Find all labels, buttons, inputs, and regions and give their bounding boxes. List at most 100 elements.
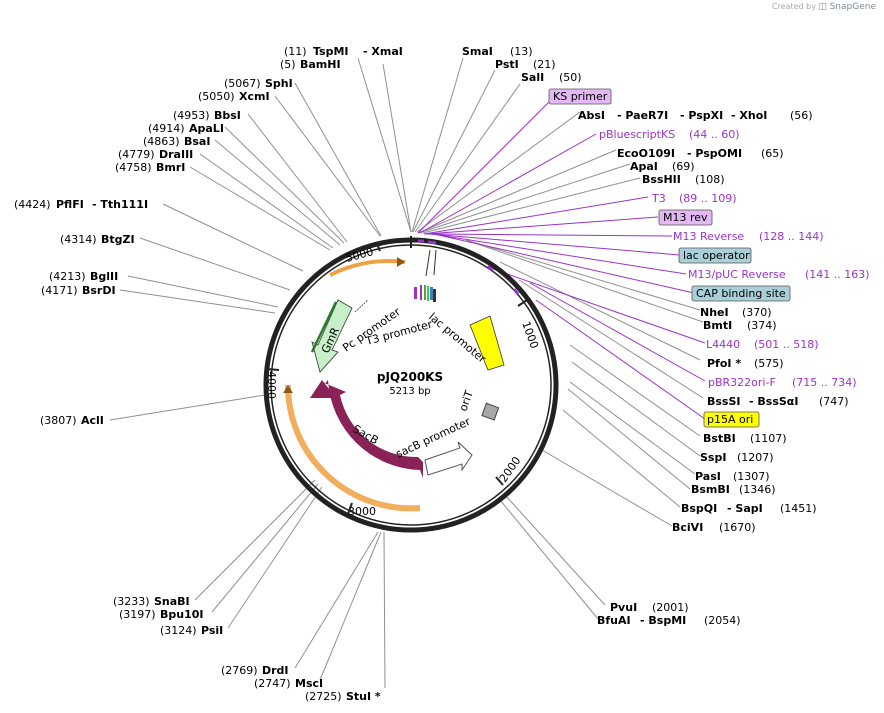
m13-rev-box[interactable] bbox=[658, 209, 713, 226]
bsmgbi-label[interactable]: BsmBI bbox=[691, 483, 730, 496]
absi-label[interactable]: AbsI bbox=[578, 109, 605, 122]
bbsi-label[interactable]: BbsI bbox=[214, 109, 241, 122]
bsshii-label[interactable]: BssHII bbox=[642, 173, 681, 186]
bpu10i-pos: (3197) bbox=[119, 608, 156, 621]
tspmi-label[interactable]: TspMI bbox=[313, 45, 349, 58]
bpu10i-label[interactable]: Bpu10I bbox=[160, 608, 204, 621]
bcivi-label[interactable]: BciVI bbox=[672, 521, 703, 534]
sphi-pos: (5067) bbox=[224, 77, 261, 90]
pvui-label[interactable]: PvuI bbox=[610, 601, 637, 614]
psti-label[interactable]: PstI bbox=[495, 58, 519, 71]
orit-feature bbox=[481, 402, 500, 421]
pspomi-label[interactable]: - PspOMI bbox=[687, 147, 742, 160]
sspi-label[interactable]: SspI bbox=[700, 451, 726, 464]
snabi-label[interactable]: SnaBI bbox=[154, 595, 190, 608]
m13-reverse-label[interactable]: M13 Reverse bbox=[673, 230, 744, 243]
eco0109i-pos: (65) bbox=[761, 147, 784, 160]
sacb-arrowhead-icon bbox=[310, 380, 336, 398]
p15a-ori-label: p15A ori bbox=[707, 413, 753, 426]
bspqi-label[interactable]: BspQI bbox=[681, 502, 717, 515]
lac-operator-box[interactable] bbox=[678, 247, 752, 264]
stui-label[interactable]: StuI * bbox=[346, 690, 381, 703]
gmr-feature bbox=[311, 299, 353, 373]
apali-label[interactable]: ApaLI bbox=[189, 122, 224, 135]
m13-puc-pos: (141 .. 163) bbox=[805, 268, 870, 281]
bmti-pos: (374) bbox=[747, 319, 777, 332]
drdi-pos: (2769) bbox=[221, 664, 258, 677]
bfuai-label[interactable]: BfuAI bbox=[597, 614, 631, 627]
cap-binding-site-label: CAP binding site bbox=[696, 287, 786, 300]
draiii-pos: (4779) bbox=[118, 148, 155, 161]
sapi-label[interactable]: - SapI bbox=[727, 502, 763, 515]
feature-arc-bottom bbox=[284, 384, 421, 512]
p15a-ori-feature bbox=[469, 315, 505, 371]
nhei-label[interactable]: NheI bbox=[700, 306, 729, 319]
bamhi-pos: (5) bbox=[280, 58, 296, 71]
pfoi-pos: (575) bbox=[754, 357, 784, 370]
bsssai-label[interactable]: - BssSαI bbox=[749, 395, 798, 408]
tth111i-label[interactable]: - Tth111I bbox=[92, 198, 148, 211]
m13-reverse-pos: (128 .. 144) bbox=[759, 230, 824, 243]
eco0109i-label[interactable]: EcoO109I bbox=[617, 147, 675, 160]
sacb-feature bbox=[316, 380, 423, 478]
l4440-pos: (501 .. 518) bbox=[754, 338, 819, 351]
bgliii-pos: (4213) bbox=[49, 270, 86, 283]
p15a-ori-box[interactable] bbox=[703, 411, 760, 428]
acli-label[interactable]: AclI bbox=[81, 414, 104, 427]
bsrdi-label[interactable]: BsrDI bbox=[82, 284, 116, 297]
bstbi-pos: (1107) bbox=[750, 432, 787, 445]
tick-3000: 3000 bbox=[348, 505, 376, 518]
xmai-label[interactable]: - XmaI bbox=[363, 45, 403, 58]
msci-label[interactable]: MscI bbox=[295, 677, 323, 690]
pbluescriptks-pos: (44 .. 60) bbox=[689, 128, 740, 141]
enzyme-connector-lines bbox=[109, 57, 704, 689]
bgliii-label[interactable]: BglII bbox=[90, 270, 118, 283]
psii-label[interactable]: PsiI bbox=[201, 624, 223, 637]
apai-label[interactable]: ApaI bbox=[630, 160, 658, 173]
drdi-label[interactable]: DrdI bbox=[262, 664, 289, 677]
pspxi-label[interactable]: - PspXI bbox=[680, 109, 723, 122]
pflfi-pos: (4424) bbox=[14, 198, 51, 211]
absi-pos: (56) bbox=[790, 109, 813, 122]
pasi-pos: (1307) bbox=[733, 470, 770, 483]
lac-operator-label: lac operator bbox=[683, 249, 750, 262]
pflfi-label[interactable]: PflFI bbox=[56, 198, 84, 211]
smai-label[interactable]: SmaI bbox=[462, 45, 493, 58]
stui-pos: (2725) bbox=[305, 690, 342, 703]
bsai-label[interactable]: BsaI bbox=[184, 135, 210, 148]
pasi-label[interactable]: PasI bbox=[695, 470, 721, 483]
tick-4000: 4000 bbox=[265, 371, 278, 399]
pvui-pos: (2001) bbox=[652, 601, 689, 614]
plasmid-size: 5213 bp bbox=[389, 386, 430, 397]
sali-label[interactable]: SalI bbox=[521, 71, 544, 84]
ks-primer-box[interactable] bbox=[548, 88, 612, 105]
pbluescriptks-label[interactable]: pBluescriptKS bbox=[599, 128, 675, 141]
m13-puc-label[interactable]: M13/pUC Reverse bbox=[688, 268, 786, 281]
bstbi-label[interactable]: BstBI bbox=[703, 432, 736, 445]
apali-pos: (4914) bbox=[148, 122, 185, 135]
bsmgbi-pos: (1346) bbox=[739, 483, 776, 496]
bspmi-label[interactable]: - BspMI bbox=[640, 614, 686, 627]
bamhi-label[interactable]: BamHI bbox=[300, 58, 341, 71]
smai-pos: (13) bbox=[510, 45, 533, 58]
sphi-label[interactable]: SphI bbox=[265, 77, 293, 90]
t3-primer-label[interactable]: T3 bbox=[651, 192, 666, 205]
cap-binding-site-box[interactable] bbox=[691, 285, 791, 302]
plasmid-name: pJQ200KS bbox=[377, 370, 443, 384]
xcmi-label[interactable]: XcmI bbox=[239, 90, 270, 103]
top-small-features bbox=[354, 249, 437, 313]
bsssi-label[interactable]: BssSI bbox=[707, 395, 741, 408]
pbr322-label[interactable]: pBR322ori-F bbox=[708, 376, 776, 389]
pfoi-label[interactable]: PfoI * bbox=[707, 357, 741, 370]
sali-pos: (50) bbox=[559, 71, 582, 84]
bmri-pos: (4758) bbox=[115, 161, 152, 174]
btgzi-label[interactable]: BtgZI bbox=[101, 233, 135, 246]
draiii-label[interactable]: DraIII bbox=[159, 148, 193, 161]
bmti-label[interactable]: BmtI bbox=[703, 319, 732, 332]
backbone-ring bbox=[263, 237, 559, 533]
sacb-promoter-feature bbox=[424, 441, 473, 476]
bmri-label[interactable]: BmrI bbox=[156, 161, 185, 174]
l4440-label[interactable]: L4440 bbox=[706, 338, 740, 351]
xhoi-label[interactable]: - XhoI bbox=[731, 109, 767, 122]
paer7i-label[interactable]: - PaeR7I bbox=[617, 109, 668, 122]
